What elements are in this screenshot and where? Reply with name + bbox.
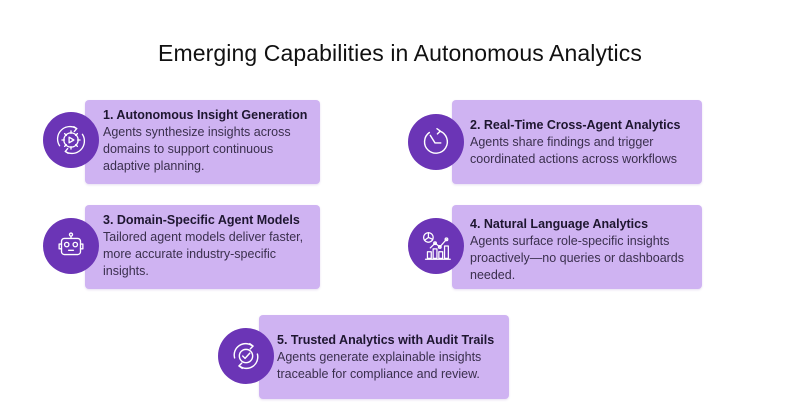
card-description-line: Agents share findings and trigger	[470, 135, 654, 149]
card-description-line: proactively—no queries or dashboards	[470, 251, 685, 265]
card-title: 2. Real-Time Cross-Agent Analytics	[470, 118, 681, 132]
card-description-line: coordinated actions across workflows	[470, 152, 678, 166]
verified-check-cycle-icon	[218, 328, 274, 384]
capability-card-1: 1. Autonomous Insight Generation Agents …	[85, 100, 320, 184]
capability-card-3: 3. Domain-Specific Agent Models Tailored…	[85, 205, 320, 289]
card-description-line: domains to support continuous	[103, 142, 274, 156]
gear-play-cycle-icon	[43, 112, 99, 168]
card-description-line: more accurate industry-specific	[103, 247, 276, 261]
card-description-line: adaptive planning.	[103, 159, 205, 173]
card-description-line: needed.	[470, 268, 516, 282]
card-description-line: Agents generate explainable insights	[277, 350, 482, 364]
card-description-line: Agents synthesize insights across	[103, 125, 291, 139]
robot-icon	[43, 218, 99, 274]
capability-card-4: 4. Natural Language Analytics Agents sur…	[452, 205, 702, 289]
card-description-line: traceable for compliance and review.	[277, 367, 480, 381]
card-title: 3. Domain-Specific Agent Models	[103, 213, 300, 227]
card-title: 4. Natural Language Analytics	[470, 217, 649, 231]
clock-refresh-icon	[408, 114, 464, 170]
card-title: 5. Trusted Analytics with Audit Trails	[277, 333, 495, 347]
card-title: 1. Autonomous Insight Generation	[103, 108, 308, 122]
card-description-line: insights.	[103, 264, 149, 278]
capability-card-5: 5. Trusted Analytics with Audit Trails A…	[259, 315, 509, 399]
card-description-line: Agents surface role-specific insights	[470, 234, 670, 248]
card-description-line: Tailored agent models deliver faster,	[103, 230, 304, 244]
capability-card-2: 2. Real-Time Cross-Agent Analytics Agent…	[452, 100, 702, 184]
analytics-chart-icon	[408, 218, 464, 274]
page-title: Emerging Capabilities in Autonomous Anal…	[158, 40, 642, 66]
